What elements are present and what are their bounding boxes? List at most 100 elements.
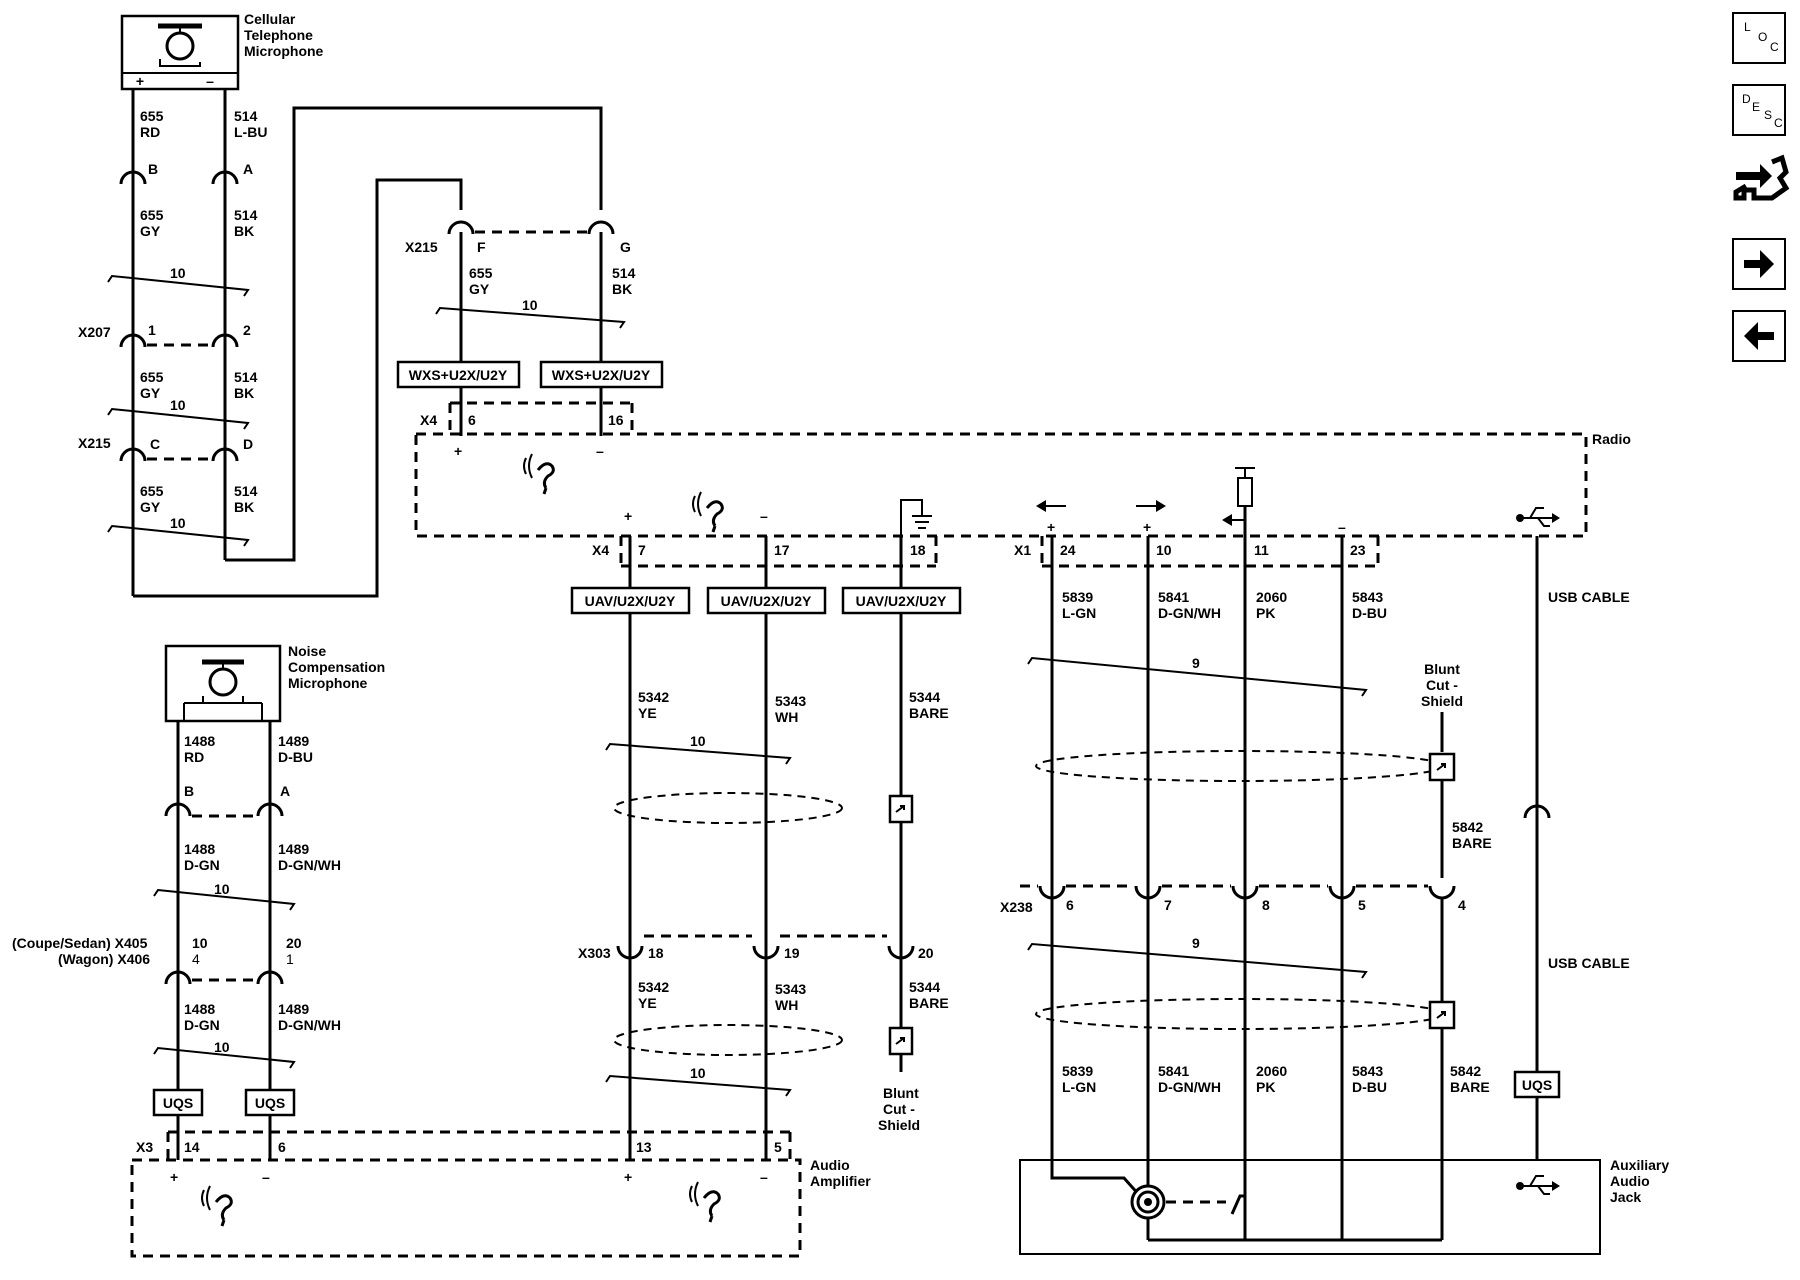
connector-view-icon[interactable] <box>1732 152 1790 218</box>
next-page-button[interactable] <box>1732 238 1786 290</box>
label-wires-w5843: 5843 <box>1352 589 1383 605</box>
label-wires-w5343: 5343 <box>775 981 806 997</box>
label-wires-YE: YE <box>638 995 657 1011</box>
label-polarity-minus: – <box>1338 519 1346 535</box>
label-wires-w1488: 1488 <box>184 841 215 857</box>
label-usb_cable: USB CABLE <box>1548 589 1630 605</box>
label-wires-w1489: 1489 <box>278 733 309 749</box>
label-wires-GY: GY <box>140 499 161 515</box>
label-wires-BARE: BARE <box>909 995 949 1011</box>
label-polarity-minus: – <box>760 508 768 524</box>
label-pins-p7: 7 <box>638 542 646 558</box>
label-connectors-x4: X4 <box>420 412 437 428</box>
label-wires-w514: 514 <box>234 108 258 124</box>
label-pins-p23: 23 <box>1350 542 1366 558</box>
aux-jack-box <box>1019 1159 1601 1255</box>
arrow-left-icon <box>1744 322 1774 350</box>
label-wires-DGN: D-GN <box>184 1017 220 1033</box>
previous-page-button[interactable] <box>1732 310 1786 362</box>
label-pins-p8: 8 <box>1262 897 1270 913</box>
label-option_codes-uav: UAV/U2X/U2Y <box>721 593 812 609</box>
label-wires-w514: 514 <box>234 207 258 223</box>
label-pins-p19: 19 <box>784 945 800 961</box>
label-wires-w2060: 2060 <box>1256 1063 1287 1079</box>
label-polarity-minus: – <box>760 1169 768 1185</box>
label-option_codes-wxs: WXS+U2X/U2Y <box>409 367 508 383</box>
description-button[interactable]: D E S C <box>1732 84 1786 136</box>
label-wires-w1488: 1488 <box>184 733 215 749</box>
label-wires-w5841: 5841 <box>1158 589 1189 605</box>
sound-icon <box>523 453 555 495</box>
label-wires-w1489: 1489 <box>278 1001 309 1017</box>
label-pins-B: B <box>148 161 158 177</box>
label-wires-w5344: 5344 <box>909 979 940 995</box>
label-wires-DGNWH: D-GN/WH <box>278 1017 341 1033</box>
label-wires-w5842: 5842 <box>1450 1063 1481 1079</box>
label-pins-p20: 20 <box>918 945 934 961</box>
label-polarity-plus: + <box>1047 519 1055 535</box>
label-pins-G: G <box>620 239 631 255</box>
label-wires-DBU: D-BU <box>1352 1079 1387 1095</box>
label-wires-DGNWH: D-GN/WH <box>1158 605 1221 621</box>
label-wires-GY: GY <box>469 281 490 297</box>
label-wires-BK: BK <box>612 281 632 297</box>
label-wires-w655: 655 <box>140 483 164 499</box>
label-usb_cable: USB CABLE <box>1548 955 1630 971</box>
label-pins-p13: 13 <box>636 1139 652 1155</box>
label-connectors-x406: (Wagon) X406 <box>58 951 150 967</box>
label-connectors-x238: X238 <box>1000 899 1033 915</box>
arrow-right-icon <box>1744 250 1774 278</box>
label-wires-w655: 655 <box>469 265 493 281</box>
label-wires-BARE: BARE <box>1450 1079 1490 1095</box>
label-wires-GY: GY <box>140 223 161 239</box>
label-wires-w5842: 5842 <box>1452 819 1483 835</box>
label-pins-one: 1 <box>148 322 156 338</box>
label-pins-A: A <box>243 161 253 177</box>
label-wires-WH: WH <box>775 709 798 725</box>
label-wires-w514: 514 <box>234 483 258 499</box>
location-button[interactable]: L O C <box>1732 12 1786 64</box>
label-pins-p20b: 20 <box>286 935 302 951</box>
label-pins-p4b: 4 <box>192 951 200 967</box>
label-polarity-plus: + <box>454 443 462 459</box>
label-wires-BARE: BARE <box>909 705 949 721</box>
label-twist-ten: 10 <box>522 297 538 313</box>
label-polarity-plus: + <box>170 1169 178 1185</box>
label-wires-PK: PK <box>1256 1079 1275 1095</box>
label-wires-w514: 514 <box>234 369 258 385</box>
label-pins-p14: 14 <box>184 1139 200 1155</box>
label-wires-WH: WH <box>775 997 798 1013</box>
radio-box <box>414 432 1588 538</box>
label-option_codes-uav: UAV/U2X/U2Y <box>585 593 676 609</box>
label-pins-p11: 11 <box>1254 542 1269 558</box>
label-pins-p10: 10 <box>1156 542 1172 558</box>
svg-text:655: 655 <box>140 108 164 124</box>
label-twist-ten: 10 <box>690 1065 706 1081</box>
label-wires-BK: BK <box>234 499 254 515</box>
label-connectors-x1: X1 <box>1014 542 1031 558</box>
label-wires-GY: GY <box>140 385 161 401</box>
label-pins-p7: 7 <box>1164 897 1172 913</box>
label-connectors-x215: X215 <box>78 435 111 451</box>
label-pins-p18: 18 <box>648 945 664 961</box>
label-polarity-plus: + <box>624 508 632 524</box>
label-connectors-x3: X3 <box>136 1139 153 1155</box>
label-pins-p24: 24 <box>1060 542 1076 558</box>
label-connectors-x303: X303 <box>578 945 611 961</box>
label-wires-w5344: 5344 <box>909 689 940 705</box>
label-pins-p17: 17 <box>774 542 790 558</box>
label-wires-RD: RD <box>140 124 160 140</box>
label-connectors-x207: X207 <box>78 324 111 340</box>
label-wires-DBU: D-BU <box>1352 605 1387 621</box>
label-pins-p16: 16 <box>608 412 624 428</box>
label-polarity-plus: + <box>1143 519 1151 535</box>
label-twist-ten: 10 <box>170 265 186 281</box>
label-wires-w655: 655 <box>140 369 164 385</box>
label-connectors-x215b: X215 <box>405 239 438 255</box>
label-connectors-x4b: X4 <box>592 542 609 558</box>
